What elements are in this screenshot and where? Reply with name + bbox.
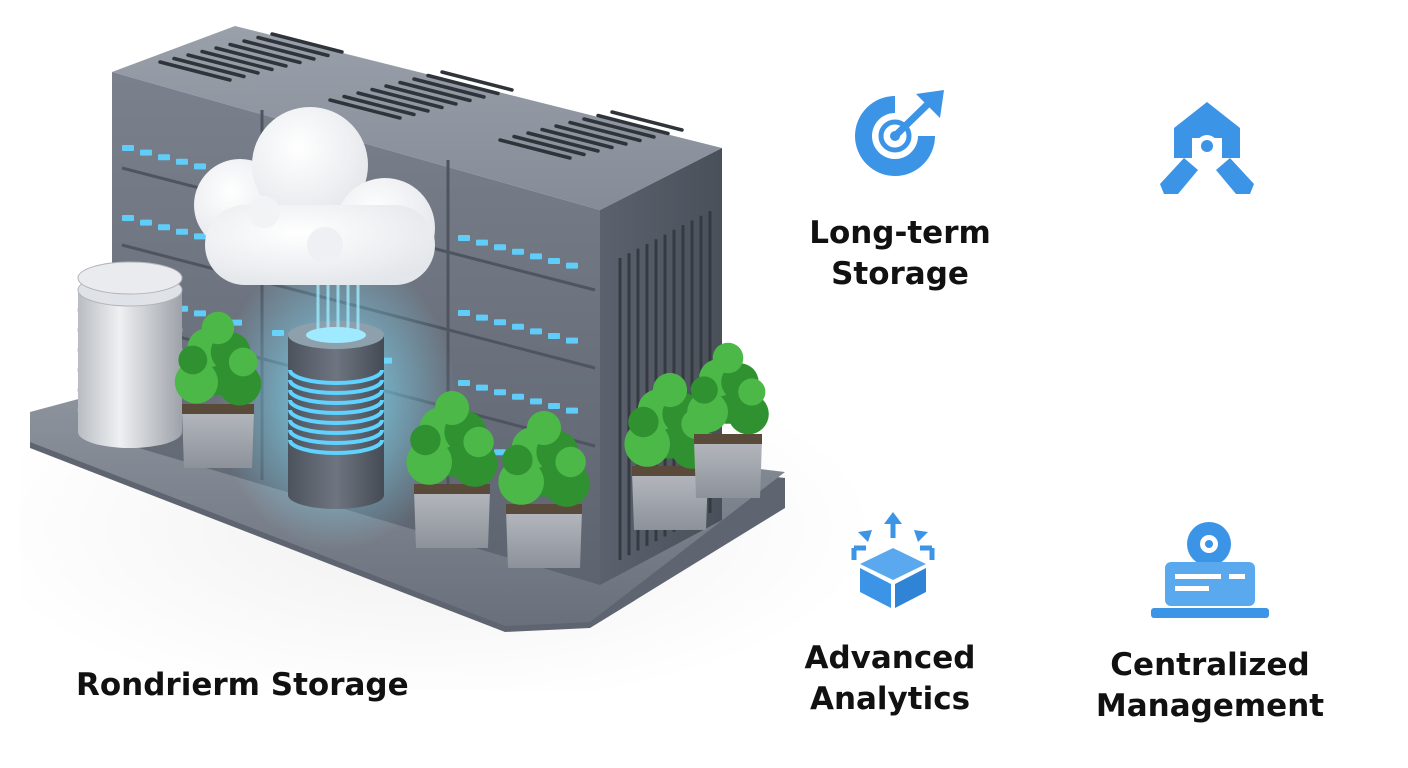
glowing-storage-cylinder (216, 250, 456, 550)
cylinder-light-rings (288, 369, 384, 455)
long-term-storage-label: Long-term Storage (790, 213, 1010, 295)
long-term-line1: Long-term (809, 215, 991, 251)
cloud-icon (194, 107, 435, 285)
top-vents (158, 32, 684, 160)
network-nodes-icon (1160, 102, 1254, 194)
target-arrow-icon (855, 90, 944, 176)
advanced-analytics-label: Advanced Analytics (780, 638, 1000, 720)
main-storage-label: Rondrierm Storage (76, 667, 409, 703)
potted-plants (174, 311, 769, 568)
centralized-management-label: Centralized Management (1090, 645, 1330, 727)
box-expand-icon (851, 512, 935, 608)
disk-stack (77, 261, 183, 448)
advanced-analytics-line2: Analytics (809, 681, 971, 717)
advanced-analytics-line1: Advanced (804, 640, 976, 676)
centralized-management-line1: Centralized (1110, 647, 1310, 683)
long-term-line2: Storage (831, 256, 969, 292)
gear-panel-icon (1151, 522, 1269, 618)
centralized-management-line2: Management (1095, 688, 1325, 724)
